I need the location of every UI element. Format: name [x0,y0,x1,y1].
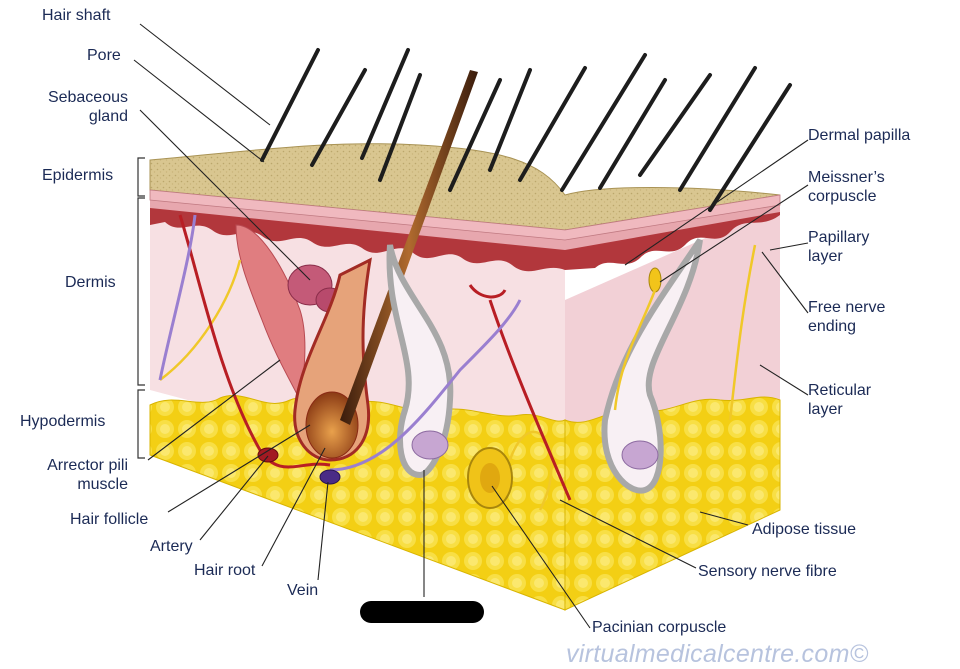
label-arrector-line2: muscle [16,475,128,494]
meissners-corpuscle [649,268,661,292]
label-papillary-line1: Papillary [808,228,869,247]
label-reticular-layer: Reticular layer [808,381,871,419]
label-epidermis: Epidermis [42,166,113,185]
label-artery: Artery [150,537,193,556]
watermark-text: virtualmedicalcentre.com© [566,640,868,669]
label-sebaceous-line2: gland [30,107,128,126]
label-reticular-line1: Reticular [808,381,871,400]
label-sebaceous-line1: Sebaceous [30,88,128,107]
label-free-nerve-line1: Free nerve [808,298,885,317]
pacinian-corpuscle [468,448,512,508]
label-meissner-line1: Meissner’s [808,168,885,187]
label-adipose-tissue: Adipose tissue [752,520,856,539]
label-dermis: Dermis [65,273,116,292]
redaction-bar [360,601,484,623]
label-hair-shaft: Hair shaft [42,6,110,25]
label-arrector-line1: Arrector pili [16,456,128,475]
label-sensory-nerve-fibre: Sensory nerve fibre [698,562,837,581]
label-reticular-line2: layer [808,400,871,419]
label-papillary-layer: Papillary layer [808,228,869,266]
label-sebaceous-gland: Sebaceous gland [30,88,128,126]
label-vein: Vein [287,581,318,600]
label-hair-follicle: Hair follicle [70,510,148,529]
label-free-nerve-ending: Free nerve ending [808,298,885,336]
label-hypodermis: Hypodermis [20,412,105,431]
label-free-nerve-line2: ending [808,317,885,336]
label-arrector-pili-muscle: Arrector pili muscle [16,456,128,494]
label-dermal-papilla: Dermal papilla [808,126,910,145]
label-papillary-line2: layer [808,247,869,266]
layer-brackets [138,158,145,458]
label-pacinian-corpuscle: Pacinian corpuscle [592,618,726,637]
label-hair-root: Hair root [194,561,255,580]
label-meissners-corpuscle: Meissner’s corpuscle [808,168,885,206]
label-pore: Pore [87,46,121,65]
label-meissner-line2: corpuscle [808,187,885,206]
